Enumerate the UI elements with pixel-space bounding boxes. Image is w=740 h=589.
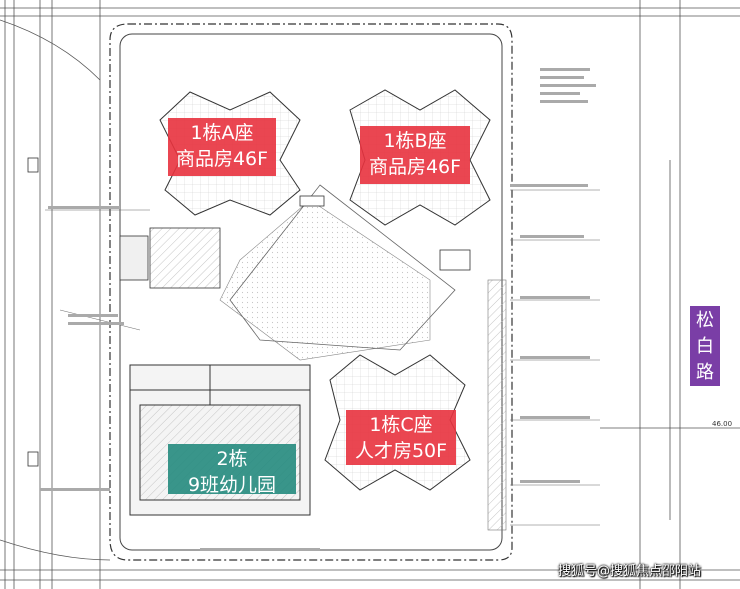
site-boundary	[109, 23, 513, 561]
tower-a-label: 1栋A座 商品房46F	[168, 118, 276, 176]
watermark-text: 搜狐号@搜狐焦点邵阳站	[558, 564, 702, 579]
kindergarten-label: 2栋 9班幼儿园	[168, 444, 296, 496]
inner-diamond	[229, 184, 456, 351]
road-char-1: 松	[696, 310, 714, 331]
leader-lines	[45, 189, 600, 526]
drawing-notes	[40, 68, 596, 551]
road-char-3: 路	[696, 362, 714, 383]
kindergarten-type: 9班幼儿园	[187, 474, 277, 496]
tower-a-name: 1栋A座	[190, 122, 254, 144]
tower-a-type: 商品房46F	[175, 148, 269, 170]
entrance-markers	[27, 157, 471, 467]
tower-b-name: 1栋B座	[383, 130, 447, 152]
dimension-note: 46.00	[712, 420, 733, 428]
tower-b-type: 商品房46F	[368, 156, 462, 178]
west-podium	[119, 227, 221, 289]
road-char-2: 白	[696, 336, 714, 357]
tower-c-label: 1栋C座 人才房50F	[346, 410, 456, 465]
tower-c-type: 人才房50F	[354, 440, 448, 462]
kindergarten-name: 2栋	[216, 448, 248, 470]
planting-strip	[487, 279, 507, 531]
tower-b-label: 1栋B座 商品房46F	[360, 126, 470, 184]
road-name-label: 松 白 路	[690, 306, 720, 386]
central-plaza	[219, 199, 431, 361]
tower-c-name: 1栋C座	[369, 414, 433, 436]
